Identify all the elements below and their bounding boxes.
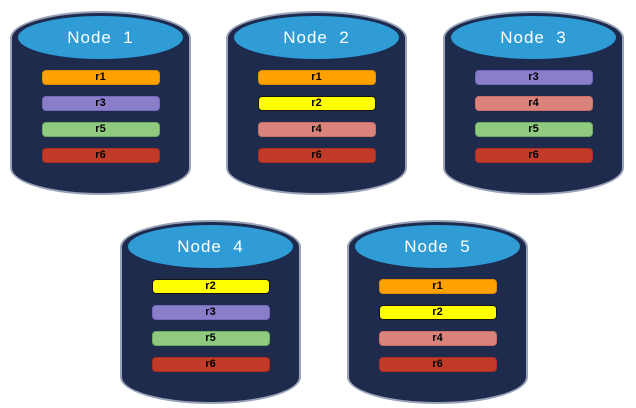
node-title: Node 3 [449, 14, 618, 61]
replica-bar-r4: r4 [378, 331, 497, 346]
replica-bar-label: r6 [311, 149, 322, 161]
replica-bar-label: r5 [95, 123, 106, 135]
replica-bar-r3: r3 [151, 305, 270, 320]
replica-list: r1 r3 r5 r6 [41, 70, 160, 163]
replica-bar-r2: r2 [257, 96, 376, 111]
replica-bar-r6: r6 [474, 148, 593, 163]
replica-list: r1 r2 r4 r6 [257, 70, 376, 163]
replica-bar-label: r1 [432, 280, 443, 292]
replica-bar-label: r6 [528, 149, 539, 161]
replica-bar-r2: r2 [151, 279, 270, 294]
replica-bar-label: r2 [205, 280, 216, 292]
replica-bar-label: r6 [432, 358, 443, 370]
replica-bar-r4: r4 [257, 122, 376, 137]
node-title: Node 1 [16, 14, 185, 61]
replica-bar-label: r6 [95, 149, 106, 161]
node-title: Node 5 [353, 223, 522, 270]
replica-bar-label: r2 [432, 306, 443, 318]
replica-bar-r1: r1 [378, 279, 497, 294]
replica-bar-r6: r6 [41, 148, 160, 163]
replica-bar-r4: r4 [474, 96, 593, 111]
replica-bar-label: r3 [528, 71, 539, 83]
replica-bar-r3: r3 [41, 96, 160, 111]
replica-bar-label: r5 [528, 123, 539, 135]
replica-bar-label: r3 [95, 97, 106, 109]
node-cylinder-3: Node 3 r3 r4 r5 r6 [443, 11, 624, 195]
replica-list: r1 r2 r4 r6 [378, 279, 497, 372]
replica-bar-label: r4 [528, 97, 539, 109]
replica-bar-r1: r1 [41, 70, 160, 85]
replica-bar-r3: r3 [474, 70, 593, 85]
replica-bar-r5: r5 [151, 331, 270, 346]
node-cylinder-1: Node 1 r1 r3 r5 r6 [10, 11, 191, 195]
replica-bar-r6: r6 [257, 148, 376, 163]
replica-bar-r6: r6 [151, 357, 270, 372]
replica-list: r3 r4 r5 r6 [474, 70, 593, 163]
replica-bar-r6: r6 [378, 357, 497, 372]
replica-bar-label: r3 [205, 306, 216, 318]
replica-bar-label: r5 [205, 332, 216, 344]
replica-bar-label: r4 [432, 332, 443, 344]
node-cylinder-5: Node 5 r1 r2 r4 r6 [347, 220, 528, 404]
replica-bar-r1: r1 [257, 70, 376, 85]
replica-bar-r2: r2 [378, 305, 497, 320]
node-cylinder-4: Node 4 r2 r3 r5 r6 [120, 220, 301, 404]
node-cylinder-2: Node 2 r1 r2 r4 r6 [226, 11, 407, 195]
replica-bar-label: r1 [311, 71, 322, 83]
replica-list: r2 r3 r5 r6 [151, 279, 270, 372]
replica-bar-label: r6 [205, 358, 216, 370]
replica-bar-r5: r5 [474, 122, 593, 137]
replica-bar-label: r2 [311, 97, 322, 109]
replica-bar-r5: r5 [41, 122, 160, 137]
node-title: Node 2 [232, 14, 401, 61]
replica-bar-label: r4 [311, 123, 322, 135]
replica-bar-label: r1 [95, 71, 106, 83]
node-title: Node 4 [126, 223, 295, 270]
